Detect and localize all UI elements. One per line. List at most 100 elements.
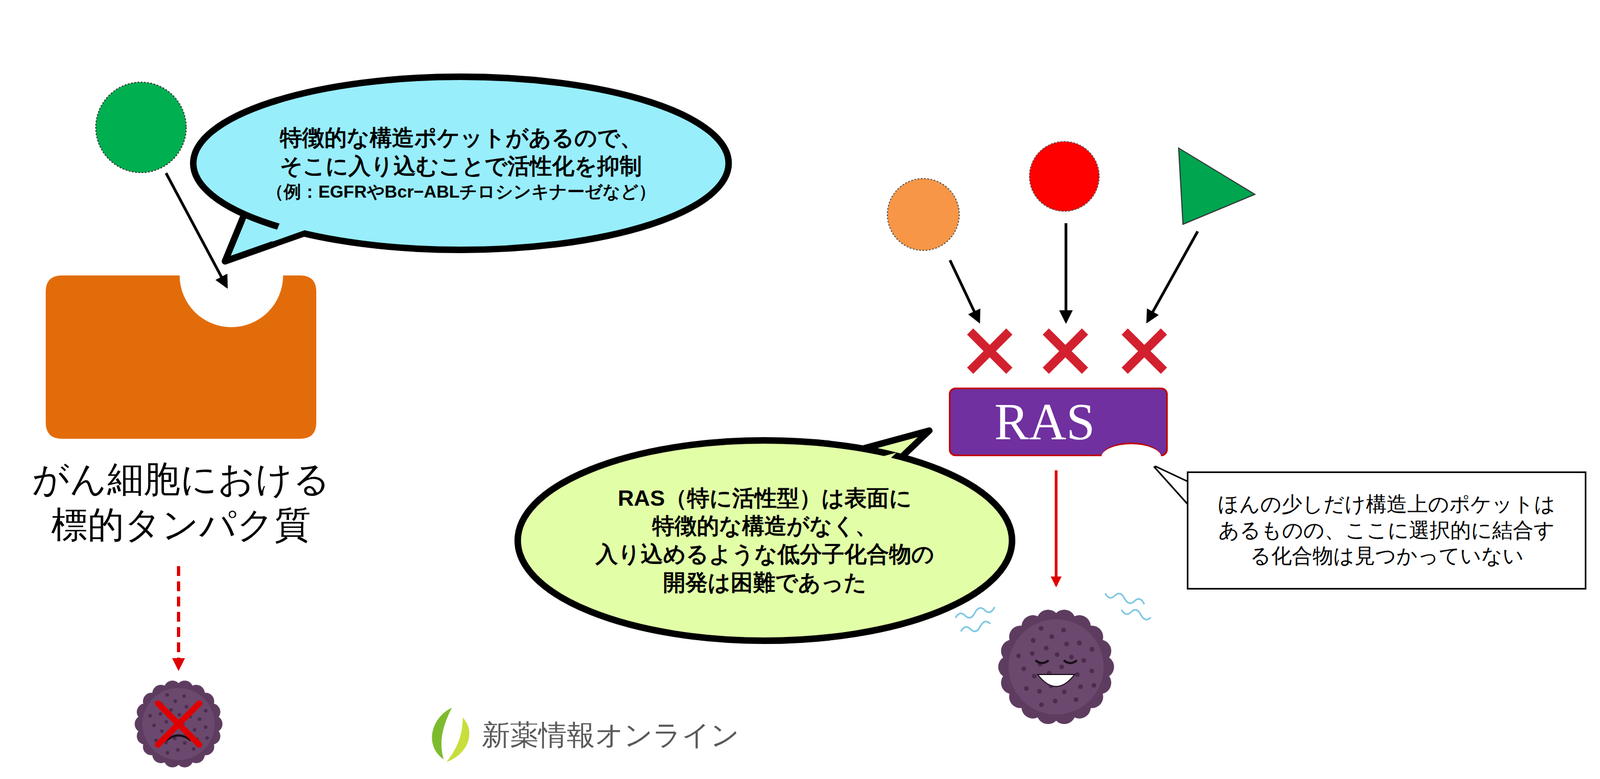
cancer-cell-suppressed — [205, 736, 209, 740]
cancer-cell-active — [998, 609, 1115, 725]
cancer-cell-suppressed — [173, 699, 177, 703]
cancer-cell-suppressed — [204, 708, 208, 713]
cancer-cell-suppressed — [169, 708, 173, 712]
cancer-cell-active — [1039, 702, 1045, 708]
cancer-cell-suppressed — [165, 693, 169, 697]
node-text: ほんの少しだけ構造上のポケットは あるものの、ここに選択的に結合す る化合物は見… — [1217, 491, 1556, 570]
block-marks — [970, 331, 1010, 371]
ras-ligands — [1064, 223, 1068, 322]
cancer-cell-suppressed — [152, 723, 156, 727]
text-line: 特徴的な構造がなく、 — [595, 512, 935, 541]
text-group: 特徴的な構造ポケットがあるので、 そこに入り込むことで活性化を抑制（例：EGFR… — [266, 124, 657, 203]
cancer-cell-suppressed — [158, 712, 163, 716]
text-group: RAS（特に活性型）は表面に 特徴的な構造がなく、 入り込めるような低分子化合物… — [595, 484, 935, 598]
ras-ligands — [1029, 141, 1100, 212]
cancer-cell-suppressed — [203, 725, 207, 729]
cancer-cell-active — [1052, 699, 1058, 704]
text-line: る化合物は見つかっていない — [1217, 543, 1556, 570]
signal-arrows — [1055, 470, 1058, 586]
suppression-mark — [157, 703, 200, 745]
cancer-cell-active — [1024, 685, 1029, 691]
cancer-cell-active — [1030, 651, 1035, 657]
cancer-cell-active — [1059, 664, 1065, 670]
ras-ligands — [1147, 231, 1198, 322]
activity-wiggles — [955, 593, 1151, 632]
cancer-cell-active — [1044, 645, 1050, 651]
text-line: 開発は困難であった — [595, 568, 935, 598]
logo-leaf — [432, 707, 470, 763]
target-protein: がん細胞における 標的タンパク質 — [45, 275, 317, 439]
cancer-cell-suppressed — [165, 750, 169, 754]
cancer-cell-active — [1089, 646, 1095, 652]
bubble-body — [193, 76, 729, 250]
callout-pointer — [1152, 464, 1190, 507]
ras-ligands — [887, 178, 960, 251]
activity-wiggles — [1105, 593, 1145, 605]
node-text: がん細胞における 標的タンパク質 — [2, 456, 360, 549]
cancer-cell-active — [1063, 660, 1077, 664]
block-marks — [1124, 331, 1164, 371]
cancer-cell-active — [1031, 673, 1037, 679]
text-line: RAS — [994, 396, 1096, 449]
bubble-tail-fill — [825, 452, 897, 481]
cancer-cell-suppressed — [184, 705, 188, 709]
cancer-cell-active — [1081, 658, 1087, 664]
bubble-body — [517, 440, 1013, 641]
cancer-cell-active — [1038, 626, 1044, 631]
cancer-cell-suppressed — [164, 720, 168, 724]
cancer-cell-active — [1037, 674, 1075, 687]
signal-arrows — [176, 566, 181, 669]
text-line: そこに入り込むことで活性化を抑制 — [266, 152, 657, 181]
cancer-cell-suppressed — [177, 713, 181, 717]
node-text: RAS（特に活性型）は表面に 特徴的な構造がなく、 入り込めるような低分子化合物… — [595, 484, 935, 598]
text-line: 特徴的な構造ポケットがあるので、 — [266, 124, 657, 153]
cancer-cell-active — [1073, 697, 1079, 703]
text-line: がん細胞における — [2, 456, 360, 502]
ras-ligands — [887, 141, 1255, 322]
suppression-mark — [157, 703, 200, 745]
protein-shape — [45, 275, 317, 439]
text-line: （例：EGFRやBcr−ABLチロシンキナーゼなど） — [266, 180, 657, 203]
cancer-cell-active — [1076, 640, 1082, 646]
cancer-cell-suppressed — [182, 741, 187, 745]
cancer-cell-suppressed — [182, 694, 186, 698]
block-marks — [1045, 331, 1085, 371]
callout-box: ほんの少しだけ構造上のポケットは あるものの、ここに選択的に結合す る化合物は見… — [1186, 471, 1587, 590]
cancer-cell-active — [1091, 683, 1097, 689]
ras-protein: RAS — [948, 387, 1168, 457]
speech-bubble: RAS（特に活性型）は表面に 特徴的な構造がなく、 入り込めるような低分子化合物… — [514, 437, 1016, 645]
cancer-cell-active — [1037, 688, 1042, 694]
speech-bubble: 特徴的な構造ポケットがあるので、 そこに入り込むことで活性化を抑制（例：EGFR… — [189, 73, 732, 254]
text-line: RAS（特に活性型）は表面に — [595, 484, 935, 513]
cancer-cell-suppressed — [197, 717, 201, 721]
cancer-cell-active — [1061, 627, 1066, 633]
cancer-cell-active — [1064, 641, 1070, 647]
text-group: RAS — [994, 396, 1096, 449]
cancer-cell-active — [1049, 634, 1055, 640]
cancer-cell-active — [1035, 660, 1049, 664]
activity-wiggles — [960, 621, 991, 632]
block-marks — [1124, 331, 1164, 371]
text-group: ほんの少しだけ構造上のポケットは あるものの、ここに選択的に結合す る化合物は見… — [1217, 491, 1556, 570]
node-text: 特徴的な構造ポケットがあるので、 そこに入り込むことで活性化を抑制 — [266, 124, 657, 181]
green-ligand — [95, 82, 187, 173]
ras-ligands — [1178, 148, 1255, 225]
ras-ligands — [949, 260, 979, 322]
cancer-cell-active — [1016, 653, 1022, 659]
text-line: ほんの少しだけ構造上のポケットは — [1217, 491, 1556, 518]
text-line: 入り込めるような低分子化合物の — [595, 540, 935, 569]
block-marks — [1045, 331, 1085, 371]
cancer-cell-active — [1069, 654, 1075, 660]
cancer-cell-suppressed — [191, 746, 195, 751]
text-line: 標的タンパク質 — [2, 501, 360, 548]
text-line: あるものの、ここに選択的に結合す — [1217, 517, 1556, 544]
cancer-cell-active — [1075, 672, 1081, 678]
cancer-cell-suppressed — [148, 713, 152, 717]
ras-pocket — [1101, 442, 1162, 472]
cancer-cell-active — [1031, 638, 1036, 643]
cancer-cell-suppressed — [175, 748, 180, 752]
cancer-cell-suppressed — [134, 680, 223, 768]
block-marks — [970, 331, 1164, 371]
text-group: がん細胞における 標的タンパク質 — [2, 456, 360, 549]
